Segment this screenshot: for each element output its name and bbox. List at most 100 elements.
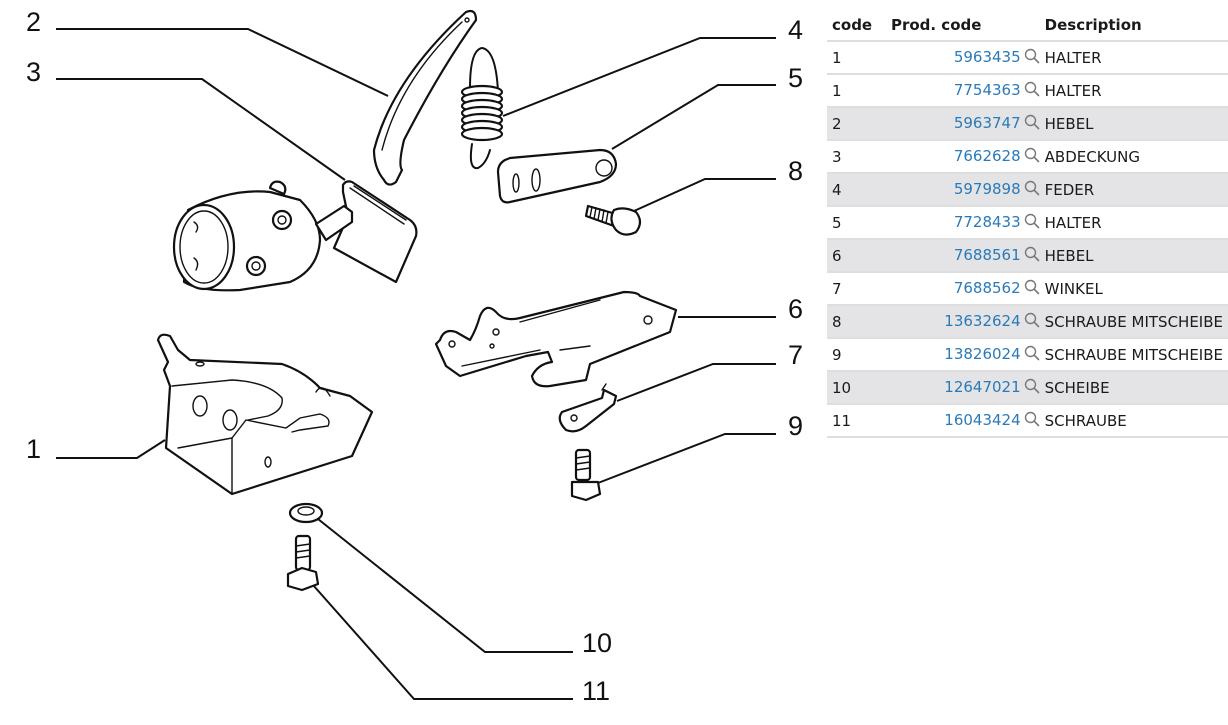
callout-7[interactable]: 7 <box>788 340 803 370</box>
magnifier-icon[interactable] <box>1024 48 1040 68</box>
row-prod-code-cell: 7662628 <box>885 140 1040 174</box>
magnifier-icon[interactable] <box>1024 114 1040 134</box>
part-4-spring[interactable] <box>460 46 504 170</box>
row-description: FEDER <box>1039 173 1228 207</box>
table-row[interactable]: 7 7688562 WINKEL <box>827 272 1228 306</box>
prod-code-link[interactable]: 7688561 <box>953 245 1021 264</box>
callout-10[interactable]: 10 <box>582 628 612 658</box>
row-prod-code-cell: 12647021 <box>885 371 1040 405</box>
part-3-cover[interactable] <box>332 180 418 284</box>
part-11-bolt[interactable] <box>286 534 320 592</box>
callout-11[interactable]: 11 <box>582 676 610 706</box>
callout-2[interactable]: 2 <box>26 7 41 37</box>
table-row[interactable]: 1 5963435 HALTER <box>827 41 1228 75</box>
callout-8[interactable]: 8 <box>788 156 803 186</box>
table-row[interactable]: 4 5979898 FEDER <box>827 173 1228 207</box>
part-1-bracket[interactable] <box>156 333 374 496</box>
callout-5[interactable]: 5 <box>788 63 803 93</box>
magnifier-icon[interactable] <box>1024 246 1040 266</box>
row-description: SCHRAUBE MITSCHEIBE <box>1039 305 1228 339</box>
leader-4 <box>502 37 776 117</box>
magnifier-icon[interactable] <box>1024 279 1040 299</box>
row-prod-code-cell: 7688561 <box>885 239 1040 273</box>
part-2-lever[interactable] <box>372 9 478 186</box>
part-5-bracket[interactable] <box>496 148 618 204</box>
magnifier-icon[interactable] <box>1024 180 1040 200</box>
callout-3[interactable]: 3 <box>26 57 41 87</box>
prod-code-link[interactable]: 7662628 <box>953 146 1021 165</box>
magnifier-icon[interactable] <box>1024 312 1040 332</box>
row-prod-code-cell: 13826024 <box>885 338 1040 372</box>
row-description: HEBEL <box>1039 107 1228 141</box>
part-8-bolt[interactable] <box>584 204 642 236</box>
row-code: 1 <box>827 41 886 75</box>
row-description: HALTER <box>1039 41 1228 75</box>
leader-11 <box>312 584 573 700</box>
row-code: 10 <box>827 371 886 405</box>
table-row[interactable]: 3 7662628 ABDECKUNG <box>827 140 1228 174</box>
row-description: HALTER <box>1039 74 1228 108</box>
part-6-lever[interactable] <box>434 290 678 388</box>
table-row[interactable]: 6 7688561 HEBEL <box>827 239 1228 273</box>
prod-code-link[interactable]: 13826024 <box>944 344 1021 363</box>
row-description: WINKEL <box>1039 272 1228 306</box>
prod-code-link[interactable]: 12647021 <box>944 377 1021 396</box>
prod-code-link[interactable]: 7728433 <box>953 212 1021 231</box>
row-code: 8 <box>827 305 886 339</box>
callout-6[interactable]: 6 <box>788 294 803 324</box>
prod-code-link[interactable]: 7688562 <box>953 278 1021 297</box>
callout-labels: 1 2 3 4 5 6 7 8 9 10 11 <box>26 7 803 706</box>
row-prod-code-cell: 7688562 <box>885 272 1040 306</box>
leader-7 <box>616 363 776 402</box>
magnifier-icon[interactable] <box>1024 411 1040 431</box>
magnifier-icon[interactable] <box>1024 213 1040 233</box>
prod-code-link[interactable]: 7754363 <box>953 80 1021 99</box>
callout-4[interactable]: 4 <box>788 15 803 45</box>
row-prod-code-cell: 5963435 <box>885 41 1040 75</box>
parts-table-body: 1 5963435 HALTER 1 7754363 HALTER 2 5963… <box>827 41 1228 438</box>
header-prod-code: Prod. code <box>885 9 1040 42</box>
magnifier-icon[interactable] <box>1024 378 1040 398</box>
row-code: 4 <box>827 173 886 207</box>
part-10-washer[interactable] <box>288 502 324 524</box>
row-code: 6 <box>827 239 886 273</box>
row-description: SCHRAUBE MITSCHEIBE <box>1039 338 1228 372</box>
leader-5 <box>611 84 776 150</box>
prod-code-link[interactable]: 16043424 <box>944 410 1021 429</box>
magnifier-icon[interactable] <box>1024 147 1040 167</box>
prod-code-link[interactable]: 5963435 <box>953 47 1021 66</box>
row-code: 1 <box>827 74 886 108</box>
row-code: 7 <box>827 272 886 306</box>
leader-8 <box>633 178 776 212</box>
table-row[interactable]: 2 5963747 HEBEL <box>827 107 1228 141</box>
callout-1[interactable]: 1 <box>26 434 41 464</box>
table-row[interactable]: 8 13632624 SCHRAUBE MITSCHEIBE <box>827 305 1228 339</box>
leader-3 <box>56 78 346 181</box>
part-9-bolt[interactable] <box>570 448 602 502</box>
leader-lines <box>56 28 776 700</box>
row-prod-code-cell: 5963747 <box>885 107 1040 141</box>
row-prod-code-cell: 5979898 <box>885 173 1040 207</box>
prod-code-link[interactable]: 5979898 <box>953 179 1021 198</box>
prod-code-link[interactable]: 5963747 <box>953 113 1021 132</box>
row-code: 2 <box>827 107 886 141</box>
magnifier-icon[interactable] <box>1024 81 1040 101</box>
prod-code-link[interactable]: 13632624 <box>944 311 1021 330</box>
leader-9 <box>597 433 776 484</box>
row-prod-code-cell: 7754363 <box>885 74 1040 108</box>
table-row[interactable]: 5 7728433 HALTER <box>827 206 1228 240</box>
row-prod-code-cell: 13632624 <box>885 305 1040 339</box>
table-row[interactable]: 9 13826024 SCHRAUBE MITSCHEIBE <box>827 338 1228 372</box>
table-row[interactable]: 11 16043424 SCHRAUBE <box>827 404 1228 438</box>
header-description: Description <box>1039 9 1228 42</box>
magnifier-icon[interactable] <box>1024 345 1040 365</box>
row-description: SCHRAUBE <box>1039 404 1228 438</box>
row-code: 5 <box>827 206 886 240</box>
part-7-tab[interactable] <box>558 383 618 433</box>
row-code: 9 <box>827 338 886 372</box>
table-header-row: code Prod. code Description <box>827 9 1228 42</box>
table-row[interactable]: 1 7754363 HALTER <box>827 74 1228 108</box>
callout-9[interactable]: 9 <box>788 411 803 441</box>
row-prod-code-cell: 16043424 <box>885 404 1040 438</box>
table-row[interactable]: 10 12647021 SCHEIBE <box>827 371 1228 405</box>
